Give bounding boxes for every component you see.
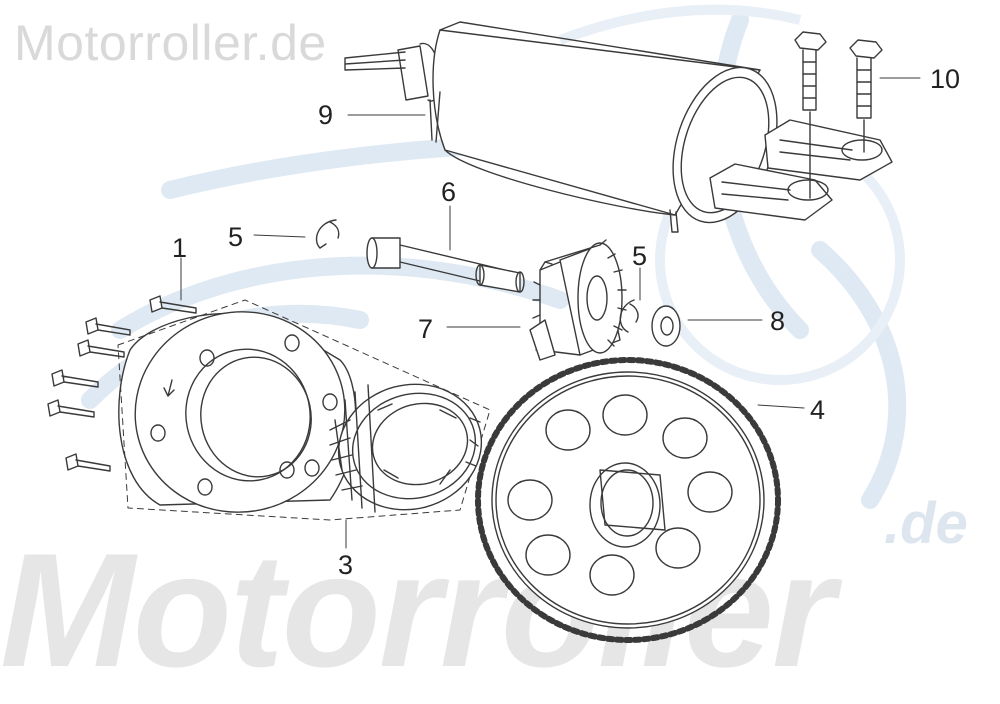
shaft-part-6: [366, 237, 525, 293]
clutch-housing-plate: [118, 311, 357, 513]
callout-6: 6: [441, 177, 457, 207]
circlip-part-5-lower: [619, 299, 639, 333]
callout-10: 10: [930, 64, 961, 94]
large-gear-part-4: [475, 357, 781, 643]
callout-8: 8: [770, 306, 786, 336]
one-way-clutch-part-3: [329, 383, 483, 513]
callout-5-upper: 5: [228, 222, 244, 252]
watermark-domain-suffix: .de: [884, 491, 968, 556]
leader-lines: [180, 77, 921, 549]
screws-part-1: [47, 295, 197, 472]
double-gear-part-7: [529, 239, 627, 361]
bolts-part-10: [794, 31, 883, 199]
parts-diagram: Motorroller.de Motorroller .de: [0, 4, 968, 701]
circlip-part-5-upper: [315, 219, 340, 249]
callout-3: 3: [338, 550, 354, 580]
callout-7: 7: [418, 314, 434, 344]
callout-1: 1: [172, 233, 188, 263]
washer-part-8: [651, 305, 681, 347]
exploded-view-drawing: [47, 21, 921, 643]
watermark-top-text: Motorroller.de: [14, 15, 327, 71]
starter-motor-part-9: [344, 21, 893, 233]
callout-4: 4: [810, 395, 826, 425]
callout-5-lower: 5: [632, 241, 648, 271]
callout-9: 9: [318, 100, 334, 130]
